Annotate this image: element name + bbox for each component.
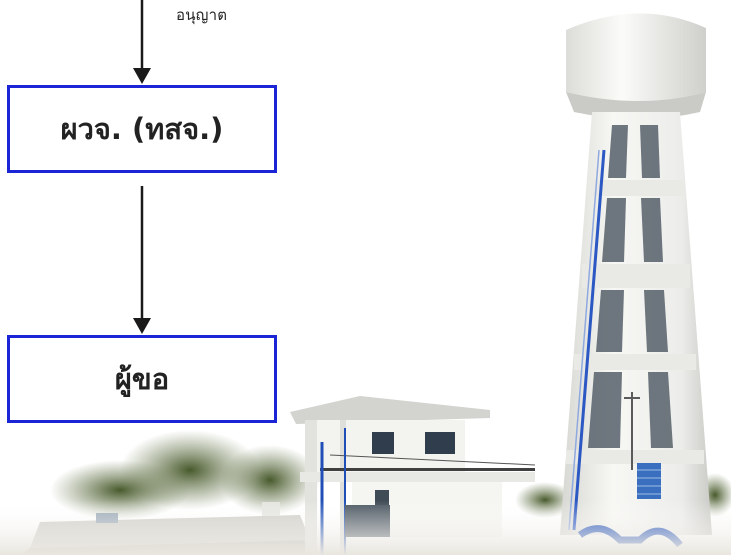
utility-pole — [624, 392, 640, 470]
node-pwj: ผวจ. (ทสจ.) — [7, 85, 277, 173]
arrowhead-to-applicant — [133, 318, 151, 334]
flow-arrows — [133, 0, 151, 334]
arrowhead-into-pwj — [133, 68, 151, 84]
door-grille — [637, 463, 661, 499]
node-applicant-label: ผู้ขอ — [114, 362, 170, 396]
node-pwj-label: ผวจ. (ทสจ.) — [60, 112, 224, 146]
permission-note: อนุญาต — [176, 6, 228, 24]
water-tower — [560, 13, 712, 548]
node-applicant: ผู้ขอ — [7, 335, 277, 423]
